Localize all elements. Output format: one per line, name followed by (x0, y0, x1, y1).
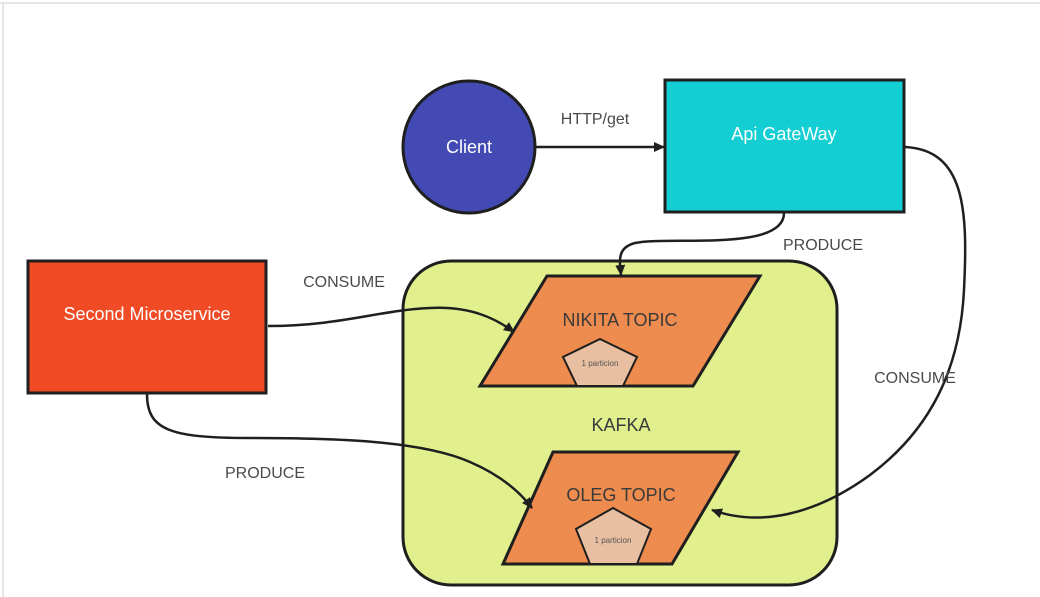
kafka-label: KAFKA (591, 415, 650, 435)
nikita-partition-label: 1 particion (582, 359, 619, 368)
edge-gateway-consume-line (711, 145, 967, 519)
client-label: Client (446, 137, 492, 157)
nikita-topic[interactable]: NIKITA TOPIC 1 particion (477, 274, 763, 388)
second-microservice-node[interactable]: Second Microservice (26, 259, 268, 395)
api-gateway-box (663, 78, 906, 214)
second-microservice-label: Second Microservice (63, 304, 230, 324)
edge-second-consume[interactable]: CONSUME (267, 274, 515, 334)
edge-second-consume-line (267, 306, 515, 334)
edge-second-produce[interactable]: PRODUCE (145, 393, 533, 509)
oleg-partition-shape (574, 506, 653, 565)
edge-gateway-consume-label: CONSUME (874, 370, 956, 387)
edge-http-get-label: HTTP/get (561, 111, 630, 128)
nikita-partition-shape (561, 337, 639, 387)
edge-gateway-produce-label: PRODUCE (783, 237, 863, 254)
oleg-topic-shape (500, 450, 741, 566)
oleg-partition-label: 1 particion (595, 536, 632, 545)
edge-second-consume-label: CONSUME (303, 274, 385, 291)
api-gateway-node[interactable]: Api GateWay (663, 78, 906, 214)
edge-http-get[interactable]: HTTP/get (536, 111, 665, 152)
oleg-topic[interactable]: OLEG TOPIC 1 particion (500, 450, 741, 566)
client-node[interactable]: Client (401, 79, 537, 215)
edge-second-produce-line (145, 393, 533, 509)
oleg-topic-label: OLEG TOPIC (566, 485, 675, 505)
second-microservice-box (26, 259, 268, 395)
edge-gateway-produce-line (615, 212, 786, 276)
api-gateway-label: Api GateWay (731, 124, 836, 144)
client-circle (401, 79, 537, 215)
nikita-topic-shape (477, 274, 763, 388)
edge-gateway-produce[interactable]: PRODUCE (615, 212, 863, 276)
nikita-topic-label: NIKITA TOPIC (562, 310, 677, 330)
edge-gateway-consume[interactable]: CONSUME (711, 145, 967, 519)
edge-second-produce-label: PRODUCE (225, 465, 305, 482)
